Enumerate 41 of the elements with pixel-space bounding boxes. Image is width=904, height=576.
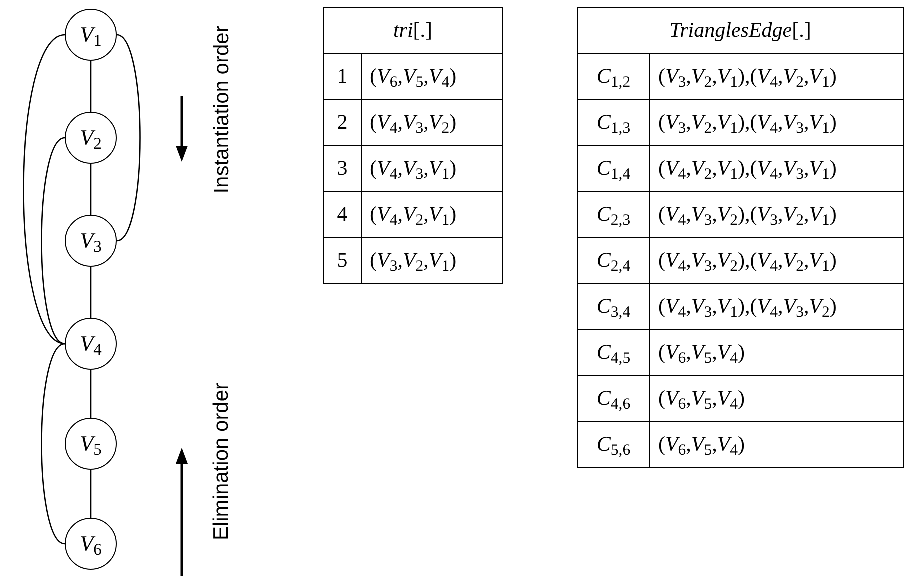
triangle-list: (V$_{6}$,V$_{5}$,V$_{4}$) [650, 376, 904, 422]
graph-edge [90, 470, 92, 518]
triangle-entry: (V$_{6}$,V$_{5}$,V$_{4}$) [362, 54, 502, 100]
triangle-entry: (V$_{3}$,V$_{2}$,V$_{1}$) [362, 238, 502, 284]
clique-name: C$_{1,4}$ [578, 146, 650, 192]
row-index: 4 [324, 192, 362, 238]
clique-name: C$_{4,6}$ [578, 376, 650, 422]
triangle-list: (V$_{4}$,V$_{3}$,V$_{1}$),(V$_{4}$,V$_{3}$,V$_{2}$) [650, 284, 904, 330]
row-index: 2 [324, 100, 362, 146]
triangle-list: (V$_{4}$,V$_{2}$,V$_{1}$),(V$_{4}$,V$_{3}$,V$_{1}$) [650, 146, 904, 192]
graph-edge [90, 370, 92, 418]
clique-name: C$_{3,4}$ [578, 284, 650, 330]
axis-label: Elimination order [209, 383, 234, 541]
triangle-list: (V$_{3}$,V$_{2}$,V$_{1}$),(V$_{4}$,V$_{2}$,V$_{1}$) [650, 54, 904, 100]
triangle-list: (V$_{6}$,V$_{5}$,V$_{4}$) [650, 330, 904, 376]
triangle-entry: (V$_{4}$,V$_{3}$,V$_{2}$) [362, 100, 502, 146]
table-header: TrianglesEdge[.] [578, 8, 904, 54]
graph-edge [90, 164, 92, 215]
clique-name: C$_{1,3}$ [578, 100, 650, 146]
clique-name: C$_{2,3}$ [578, 192, 650, 238]
axis-label: Instantiation order [209, 26, 234, 194]
row-index: 1 [324, 54, 362, 100]
clique-name: C$_{2,4}$ [578, 238, 650, 284]
graph-edge [41, 137, 66, 345]
graph-edge [41, 343, 66, 545]
table-header: tri[.] [324, 8, 502, 54]
triangle-list: (V$_{4}$,V$_{3}$,V$_{2}$),(V$_{3}$,V$_{2}$,V$_{1}$) [650, 192, 904, 238]
triangle-list: (V$_{4}$,V$_{3}$,V$_{2}$),(V$_{4}$,V$_{2}$,V$_{1}$) [650, 238, 904, 284]
triangle-list: (V$_{3}$,V$_{2}$,V$_{1}$),(V$_{4}$,V$_{3}$,V$_{1}$) [650, 100, 904, 146]
graph-edge [23, 34, 66, 345]
triangle-list: (V$_{6}$,V$_{5}$,V$_{4}$) [650, 422, 904, 468]
clique-name: C$_{1,2}$ [578, 54, 650, 100]
graph-edge [116, 34, 141, 242]
clique-name: C$_{4,5}$ [578, 330, 650, 376]
graph-edge [90, 267, 92, 318]
row-index: 3 [324, 146, 362, 192]
clique-name: C$_{5,6}$ [578, 422, 650, 468]
triangle-entry: (V$_{4}$,V$_{3}$,V$_{1}$) [362, 146, 502, 192]
triangle-entry: (V$_{4}$,V$_{2}$,V$_{1}$) [362, 192, 502, 238]
graph-edge [90, 61, 92, 112]
row-index: 5 [324, 238, 362, 284]
